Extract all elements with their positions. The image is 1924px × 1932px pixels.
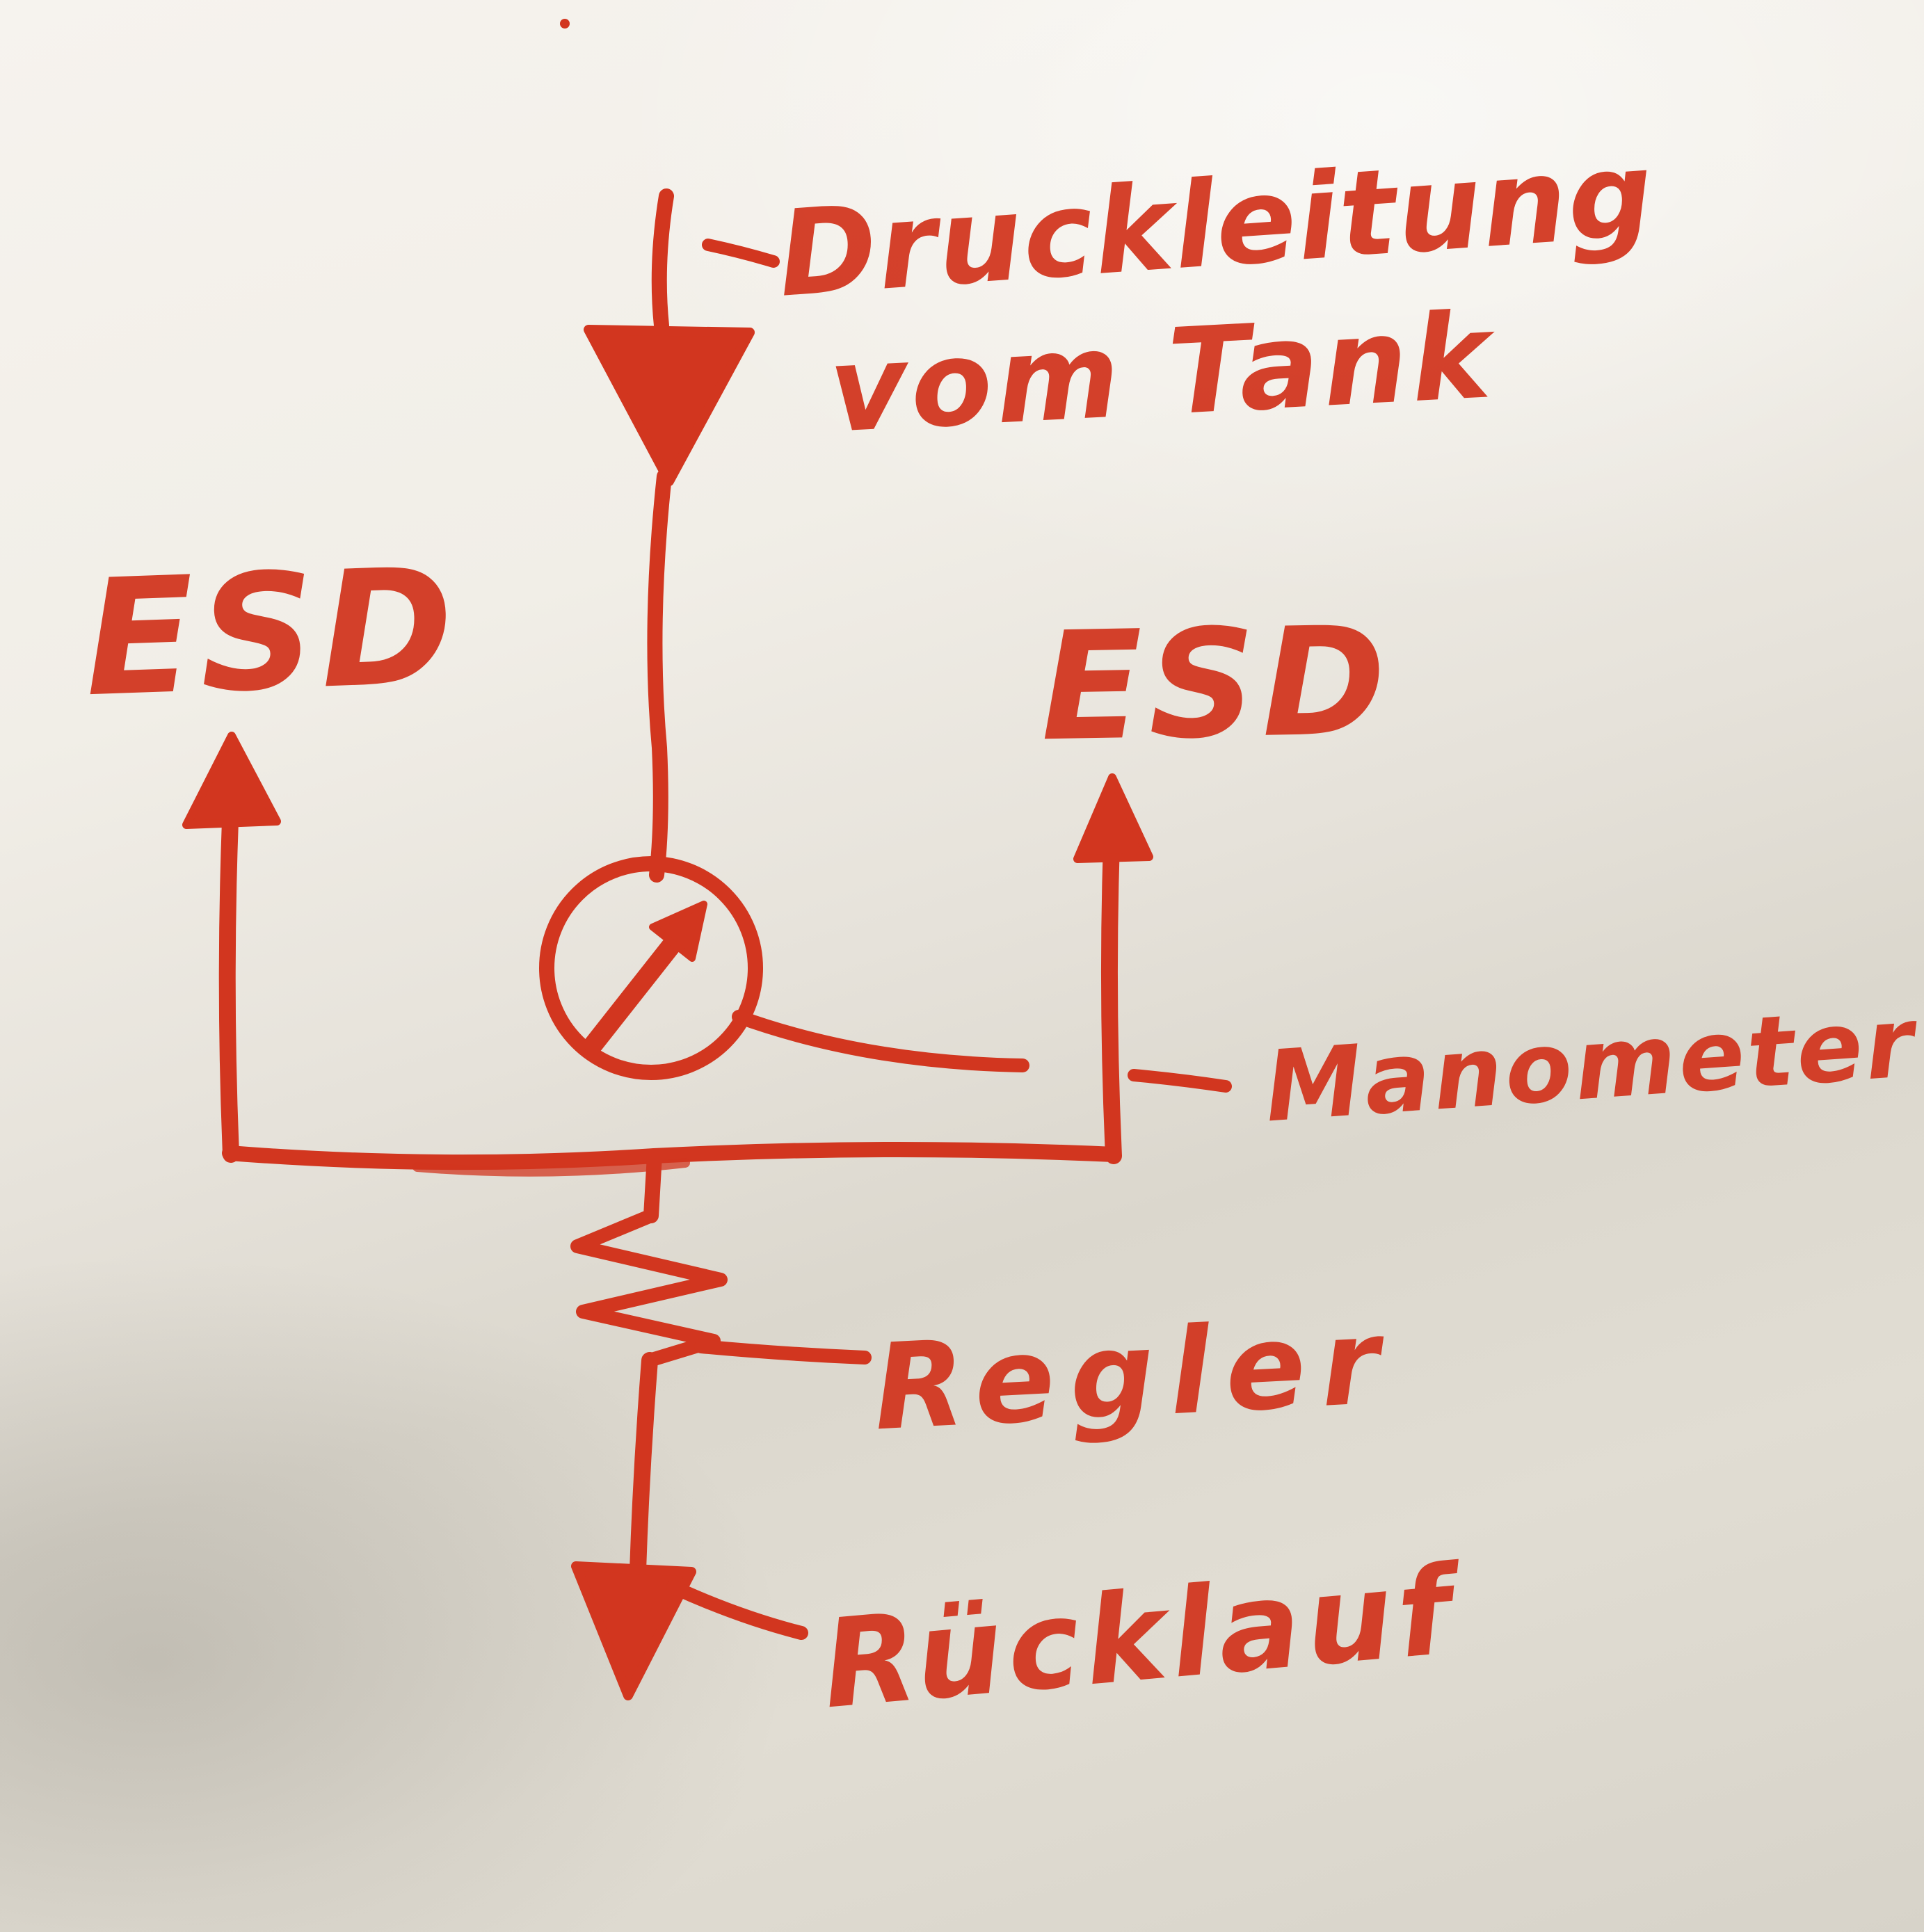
pressure-line-tail: [651, 188, 674, 333]
esd-right-arrowhead-icon: [1073, 773, 1153, 863]
regler-pointer: [694, 1339, 872, 1365]
esd-right-arrow: [1073, 773, 1153, 1164]
label-druckleitung-line2: vom Tank: [826, 287, 1498, 460]
gauge-needle: [584, 933, 683, 1054]
label-esd-left: ESD: [81, 533, 463, 733]
return-line: [630, 1352, 658, 1579]
manifold-line: [222, 1141, 1121, 1177]
esd-left-arrowhead-icon: [182, 732, 281, 829]
manometer-gauge: [539, 856, 1232, 1093]
spring-zigzag-icon: [570, 1209, 728, 1367]
return-arrowhead-down-icon: [571, 1561, 696, 1700]
stem-above-spring: [643, 1148, 662, 1223]
esd-right-line: [1100, 816, 1122, 1164]
manometer-pointer: [1128, 1069, 1232, 1093]
esd-left-line: [218, 812, 239, 1163]
pressure-inlet-arrow: [584, 188, 780, 883]
esd-left-arrow: [182, 732, 281, 1163]
label-esd-right: ESD: [1039, 593, 1393, 775]
gauge-dial-icon: [539, 856, 763, 1080]
label-regler: Regler: [870, 1292, 1398, 1458]
pressure-arrowhead-down-icon: [584, 325, 755, 486]
ruecklauf-pointer: [666, 1580, 808, 1640]
regulator-and-return: [570, 1148, 872, 1700]
gauge-to-right-curve: [732, 1010, 1029, 1072]
pressure-line-mid: [647, 469, 672, 883]
ink-speck: [560, 19, 570, 29]
gauge-needle-head: [649, 901, 707, 962]
druckleitung-pointer: [702, 239, 780, 268]
